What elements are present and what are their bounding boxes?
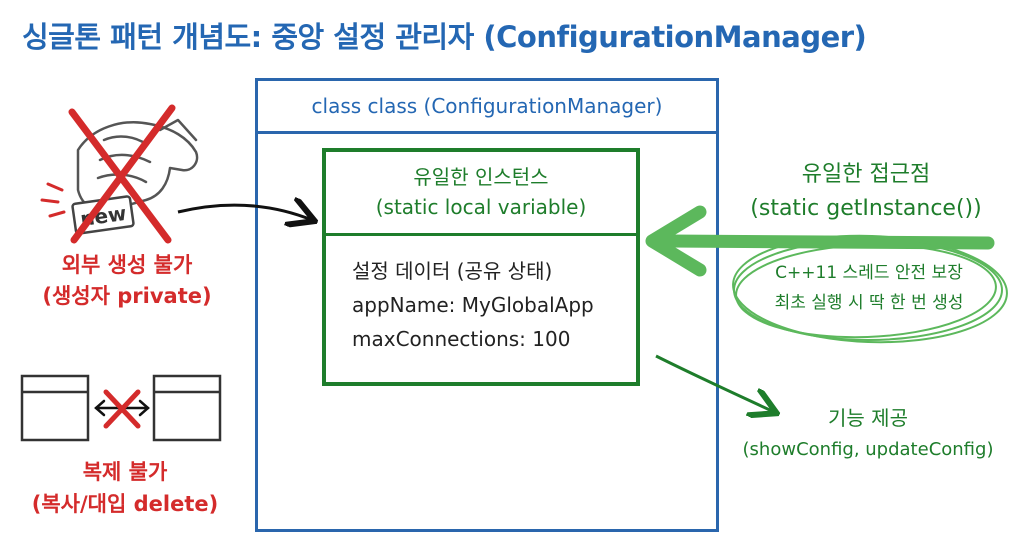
copy-cross-icon [103,389,141,429]
diagram-title: 싱글톤 패턴 개념도: 중앙 설정 관리자 (ConfigurationMana… [22,20,867,54]
features-label-group: 기능 제공 (showConfig, updateConfig) [720,402,1016,466]
class-box: class class (ConfigurationManager) [255,78,719,532]
no-copy-label-group: 복제 불가 (복사/대입 delete) [10,456,240,520]
creation-arrow [177,205,312,220]
data-max-connections: maxConnections: 100 [352,327,571,351]
instance-subtitle: (static local variable) [375,195,587,219]
access-point-label-group: 유일한 접근점 (static getInstance()) [726,158,1006,226]
features-label: 기능 제공 [828,406,908,430]
instance-title: 유일한 인스턴스 [413,165,549,189]
copy-source-box [20,374,90,442]
no-creation-sublabel: (생성자 private) [42,284,212,308]
note-line2: 최초 실행 시 딱 한 번 생성 [774,293,964,313]
data-app-name: appName: MyGlobalApp [352,293,594,317]
no-copy-label: 복제 불가 [82,460,168,484]
class-header: class class (ConfigurationManager) [258,81,716,134]
spark-icon [40,182,66,218]
note-line1: C++11 스레드 안전 보장 [775,263,963,283]
data-title: 설정 데이터 (공유 상태) [352,259,553,283]
access-point-note: C++11 스레드 안전 보장 최초 실행 시 딱 한 번 생성 [738,258,1000,318]
copy-target-box [152,374,222,442]
cross-icon [68,104,176,244]
note-ellipse [732,234,1008,344]
instance-box: 유일한 인스턴스 (static local variable) 설정 데이터 … [322,148,640,386]
features-sublabel: (showConfig, updateConfig) [742,439,994,460]
no-copy-sublabel: (복사/대입 delete) [31,492,219,516]
access-point-sublabel: (static getInstance()) [750,196,982,221]
instance-data: 설정 데이터 (공유 상태) appName: MyGlobalApp maxC… [326,236,636,356]
no-creation-label-group: 외부 생성 불가 (생성자 private) [18,250,236,312]
access-point-label: 유일한 접근점 [801,162,931,187]
no-creation-label: 외부 생성 불가 [61,253,193,277]
instance-header: 유일한 인스턴스 (static local variable) [326,152,636,236]
feature-arrow [655,354,774,412]
